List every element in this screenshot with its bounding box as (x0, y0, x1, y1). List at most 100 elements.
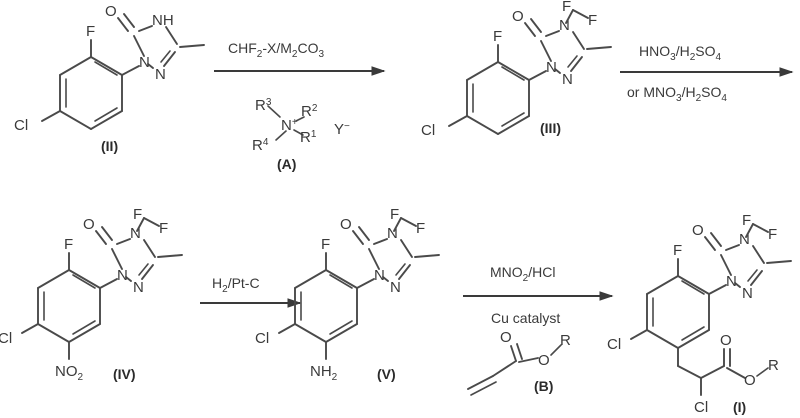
reagent-A-N-center: N+ (281, 117, 298, 134)
atom-label-ester-R: R (768, 357, 779, 374)
reagent-B-ester-O: O (538, 352, 550, 369)
reagent-structure-B: O O R (B) (467, 329, 571, 396)
compound-label-I: (I) (733, 399, 746, 415)
arrowhead-2 (779, 67, 794, 77)
reagent-chf2-text: CHF (228, 40, 257, 56)
arrowhead-4 (599, 291, 614, 301)
atom-label-F-b: F (768, 226, 777, 243)
difluoromethyl-group-III (565, 9, 589, 24)
arrow-2-reagent-above: HNO3/H2SO4 (639, 43, 721, 63)
reagent-label-B: (B) (534, 378, 553, 394)
triazolinone-ring-II (133, 25, 178, 69)
structure-compound-III: F Cl O N N N F (421, 0, 612, 139)
atom-label-F: F (493, 28, 502, 45)
atom-label-N1: N (139, 54, 150, 71)
svg-text:CHF2-X/M2CO3: CHF2-X/M2CO3 (228, 40, 324, 60)
arrow-2-reagent-below: or MNO3/H2SO4 (627, 84, 727, 104)
reaction-arrow-3: H2/Pt-C (200, 275, 302, 308)
atom-label-Cl: Cl (421, 122, 435, 139)
atom-label-F: F (64, 236, 73, 253)
reagent-m2-sub: 2 (292, 49, 298, 60)
compound-label-IV: (IV) (113, 366, 136, 382)
atom-label-O: O (83, 216, 95, 233)
difluoromethyl-group-I (745, 223, 769, 238)
benzene-ring-III (466, 61, 530, 135)
benzene-ring-V (294, 269, 358, 343)
atom-label-chain-Cl: Cl (694, 399, 708, 416)
atom-label-N1: N (546, 59, 557, 76)
atom-label-Cl: Cl (255, 330, 269, 347)
triazolinone-ring-III (540, 30, 585, 74)
arrow-3-reagent-above: H2/Pt-C (212, 275, 260, 295)
reagent-co-text: CO (297, 40, 318, 56)
compound-label-II: (II) (101, 138, 118, 154)
atom-label-N1: N (117, 267, 128, 284)
atom-label-Cl: Cl (607, 336, 621, 353)
propanoate-side-chain-I: Cl O O R (677, 332, 779, 416)
arrow-1-reagent-above: CHF2-X/M2CO3 (228, 40, 324, 60)
atom-label-ester-O: O (744, 372, 756, 389)
reaction-arrow-4: MNO2/HCl Cu catalyst (463, 264, 614, 326)
atom-label-F-a: F (562, 0, 571, 15)
reagent-A-counterion: Y− (334, 121, 350, 138)
atom-label-F-a: F (742, 212, 751, 229)
triazolinone-ring-I (720, 244, 765, 288)
atom-label-O: O (340, 216, 352, 233)
atom-label-N2: N (133, 279, 144, 296)
reagent-A-R1: R1 (300, 129, 317, 146)
benzene-ring-II (59, 56, 123, 130)
arrow-4-reagent-above: MNO2/HCl (490, 264, 555, 284)
atom-label-Cl: Cl (0, 330, 12, 347)
reagent-B-carbonyl-O: O (500, 329, 512, 346)
triazolinone-ring-V (368, 238, 413, 282)
structure-compound-V: F Cl NH2 O N N N (255, 206, 440, 383)
structure-compound-IV: F Cl NO2 O N N N (0, 206, 183, 383)
reaction-arrow-1: CHF2-X/M2CO3 (214, 40, 386, 76)
atom-label-F-b: F (159, 220, 168, 237)
compound-label-V: (V) (377, 366, 396, 382)
atom-label-F: F (321, 236, 330, 253)
structure-compound-I: F Cl O N N N F F (607, 212, 792, 416)
atom-label-N4: N (387, 225, 398, 242)
arrowhead-1 (371, 66, 386, 76)
atom-label-Cl: Cl (14, 117, 28, 134)
atom-label-F-a: F (390, 206, 399, 223)
atom-label-O: O (512, 8, 524, 25)
atom-label-NH: NH (152, 12, 174, 29)
benzene-ring-I (646, 275, 710, 349)
atom-label-N1: N (726, 273, 737, 290)
triazolinone-ring-IV (111, 238, 156, 282)
structure-compound-II: F Cl O N N NH (14, 3, 205, 154)
atom-label-F: F (86, 23, 95, 40)
reagent-B-R-group: R (560, 332, 571, 349)
atom-label-N2: N (742, 285, 753, 302)
reagent-co-sub: 3 (318, 49, 324, 60)
arrowhead-3 (287, 298, 302, 308)
reagent-A-R2: R2 (301, 103, 318, 120)
difluoromethyl-group-IV (136, 217, 160, 232)
difluoromethyl-group-V (393, 217, 417, 232)
atom-label-N2: N (155, 66, 166, 83)
reagent-structure-A: R3 R4 N+ R2 R1 Y− (A) (252, 97, 350, 172)
atom-label-F-b: F (588, 12, 597, 29)
atom-label-N2: N (562, 71, 573, 88)
atom-label-ester-O-double: O (720, 332, 732, 349)
atom-label-N4: N (739, 231, 750, 248)
atom-label-nitro: NO2 (55, 363, 84, 383)
atom-label-amine: NH2 (310, 363, 338, 383)
atom-label-N4: N (559, 17, 570, 34)
reagent-chf2-sub: 2 (257, 49, 263, 60)
compound-label-III: (III) (540, 120, 561, 136)
reagent-A-R3: R3 (255, 97, 272, 114)
reagent-label-A: (A) (277, 156, 296, 172)
atom-label-F-a: F (133, 206, 142, 223)
atom-label-O: O (105, 3, 117, 20)
atom-label-F: F (673, 242, 682, 259)
atom-label-N1: N (374, 267, 385, 284)
atom-label-N2: N (390, 279, 401, 296)
atom-label-N4: N (130, 225, 141, 242)
atom-label-O: O (692, 222, 704, 239)
reaction-arrow-2: HNO3/H2SO4 or MNO3/H2SO4 (620, 43, 794, 104)
atom-label-F-b: F (416, 220, 425, 237)
